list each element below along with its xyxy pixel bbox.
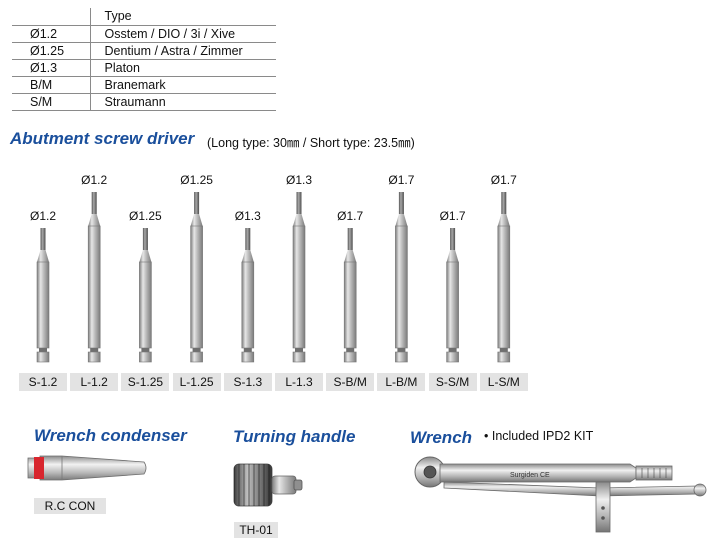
screw-driver-bit [497, 192, 511, 363]
driver-diameter-label: Ø1.25 [180, 173, 213, 187]
wrench-note: • Included IPD2 KIT [484, 429, 594, 443]
wrench-condenser-illustration [27, 455, 147, 481]
table-row: Ø1.25 Dentium / Astra / Zimmer [12, 42, 276, 60]
driver-diameter-label: Ø1.25 [129, 209, 162, 223]
compatibility-table: Type Ø1.2 Osstem / DIO / 3i / Xive Ø1.25… [12, 8, 276, 111]
screw-driver-bit [87, 192, 101, 363]
wrench-engraving: Surgiden CE [510, 472, 550, 479]
table-cell-size: Ø1.2 [12, 25, 91, 43]
screw-driver-bit [395, 192, 408, 363]
turning-handle-illustration [233, 463, 303, 507]
table-header-cell [12, 8, 91, 26]
driver-diameter-label: Ø1.7 [388, 173, 415, 187]
driver-illustrations [36, 192, 511, 363]
table-cell-size: S/M [12, 93, 91, 111]
driver-code-label: L-B/M [377, 373, 426, 391]
abutment-driver-note: (Long type: 30㎜ / Short type: 23.5㎜) [207, 136, 415, 150]
table-row: Ø1.3 Platon [12, 59, 276, 77]
screw-driver-bit [241, 228, 255, 363]
wrench-illustration: Surgiden CE [414, 456, 707, 533]
wrench-condenser-title: Wrench condenser [34, 426, 187, 445]
abutment-driver-title: Abutment screw driver [10, 129, 195, 148]
table-row: Ø1.2 Osstem / DIO / 3i / Xive [12, 25, 276, 43]
table-cell-type: Platon [90, 59, 276, 77]
driver-diameter-label: Ø1.7 [439, 209, 466, 223]
driver-code-label: S-B/M [326, 373, 375, 391]
driver-code-label: S-1.25 [121, 373, 170, 391]
table-cell-type: Branemark [90, 76, 276, 94]
screw-driver-bit [36, 228, 50, 363]
driver-diameter-label: Ø1.7 [490, 173, 517, 187]
driver-diameter-label: Ø1.3 [285, 173, 312, 187]
turning-handle-title: Turning handle [233, 427, 356, 446]
screw-driver-bit [343, 228, 357, 363]
driver-code-label: S-S/M [428, 373, 477, 391]
screw-driver-bit [139, 228, 152, 363]
driver-diameter-label: Ø1.2 [29, 209, 56, 223]
condenser-red-band [34, 457, 44, 479]
table-cell-type: Straumann [90, 93, 276, 111]
table-row: B/M Branemark [12, 76, 276, 94]
driver-code-label: L-S/M [479, 373, 528, 391]
driver-code-label: S-1.2 [19, 373, 67, 391]
table-cell-type: Dentium / Astra / Zimmer [90, 42, 276, 60]
wrench-title: Wrench [410, 428, 473, 447]
driver-diameter-label: Ø1.3 [234, 209, 261, 223]
screw-driver-bit [190, 192, 203, 363]
table-cell-type: Osstem / DIO / 3i / Xive [90, 25, 276, 43]
table-cell-size: Ø1.25 [12, 42, 91, 60]
driver-code-label: L-1.25 [172, 373, 221, 391]
table-cell-size: B/M [12, 76, 91, 94]
table-header-cell: Type [90, 8, 276, 26]
table-header-row: Type [12, 8, 276, 26]
driver-code-label: L-1.2 [70, 373, 119, 391]
table-row: S/M Straumann [12, 93, 276, 111]
screw-driver-bit [292, 192, 306, 363]
driver-diameter-label: Ø1.7 [337, 209, 364, 223]
screw-driver-bit [446, 228, 459, 363]
driver-diameter-label: Ø1.2 [81, 173, 108, 187]
turning-handle-code: TH-01 [234, 522, 278, 538]
table-cell-size: Ø1.3 [12, 59, 91, 77]
driver-code-label: S-1.3 [223, 373, 272, 391]
driver-code-label: L-1.3 [275, 373, 323, 391]
wrench-condenser-code: R.C CON [34, 498, 106, 514]
